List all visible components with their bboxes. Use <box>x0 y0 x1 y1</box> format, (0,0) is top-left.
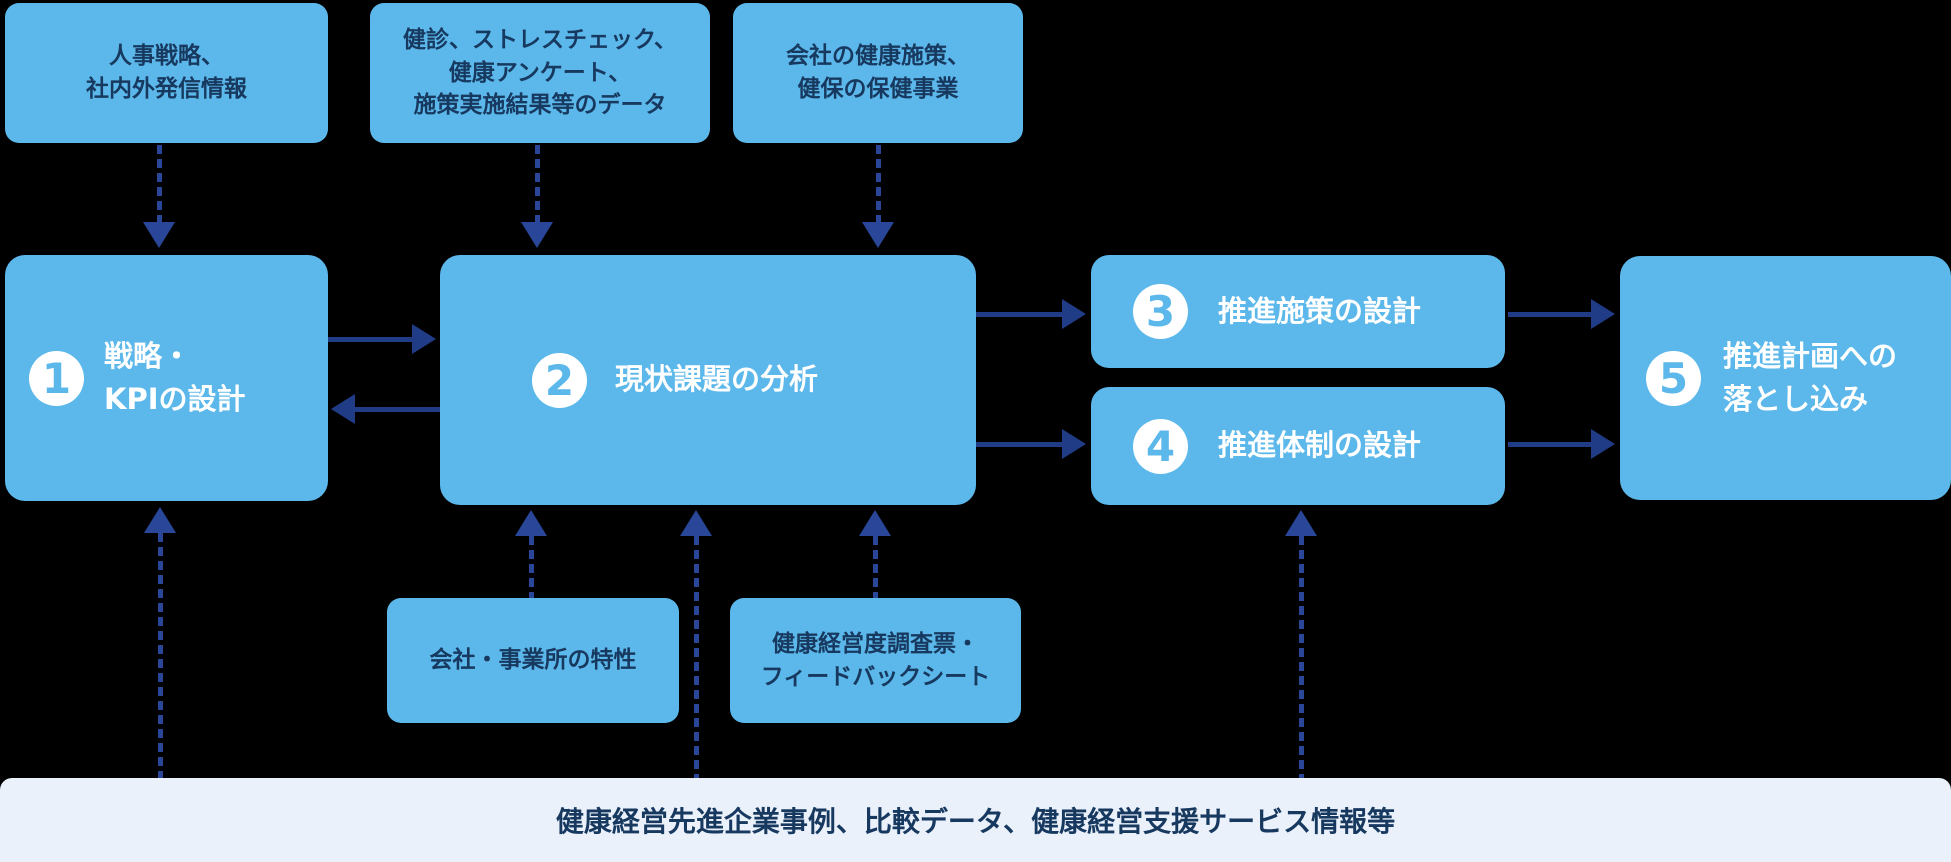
input-box-company-programs-label: 会社の健康施策、 健保の保健事業 <box>786 43 970 102</box>
dashed-arrow-hr-to-step1-line <box>157 145 162 222</box>
arrow-step2-to-step3-shaft <box>976 312 1063 317</box>
input-box-company-traits: 会社・事業所の特性 <box>387 598 679 723</box>
step-3-number-badge: 3 <box>1133 284 1188 339</box>
process-step-5: 5 推進計画への 落とし込み <box>1620 256 1951 500</box>
dashed-arrow-footer-to-step1-head <box>144 507 176 533</box>
dashed-arrow-survey-to-step2-line <box>873 536 878 598</box>
step-4-label: 推進体制の設計 <box>1218 428 1422 463</box>
dashed-arrow-footer-to-step2-head <box>680 510 712 536</box>
step-1-label: 戦略・ KPIの設計 <box>104 338 246 417</box>
dashed-arrow-healthdata-to-step2-head <box>521 222 553 248</box>
arrow-step4-to-step5-head <box>1591 429 1615 459</box>
process-step-4: 4 推進体制の設計 <box>1091 387 1505 505</box>
dashed-arrow-footer-to-step4-line <box>1299 536 1304 778</box>
input-box-hr-strategy-label: 人事戦略、 社内外発信情報 <box>86 43 247 102</box>
footer-resources-label: 健康経営先進企業事例、比較データ、健康経営支援サービス情報等 <box>555 805 1396 838</box>
step-3-number: 3 <box>1145 287 1176 336</box>
dashed-arrow-footer-to-step2-line <box>694 536 699 778</box>
step-4-number: 4 <box>1145 421 1176 471</box>
step-4-number-badge: 4 <box>1133 418 1188 474</box>
dashed-arrow-programs-to-step2-line <box>876 145 881 222</box>
footer-resources-bar: 健康経営先進企業事例、比較データ、健康経営支援サービス情報等 <box>0 778 1951 862</box>
process-step-1: 1 戦略・ KPIの設計 <box>5 255 328 501</box>
input-box-company-traits-label: 会社・事業所の特性 <box>429 647 637 674</box>
step-5-label: 推進計画への 落とし込み <box>1723 338 1898 417</box>
arrow-step2-to-step1-shaft <box>354 407 440 412</box>
dashed-arrow-footer-to-step4-head <box>1285 510 1317 536</box>
arrow-step2-to-step1-head <box>331 394 355 424</box>
arrow-step2-to-step4-shaft <box>976 442 1063 447</box>
dashed-arrow-programs-to-step2-head <box>862 222 894 248</box>
dashed-arrow-traits-to-step2-line <box>529 536 534 598</box>
arrow-step3-to-step5-shaft <box>1508 312 1592 317</box>
dashed-arrow-footer-to-step1-line <box>158 533 163 778</box>
dashed-arrow-traits-to-step2-head <box>515 510 547 536</box>
input-box-hr-strategy: 人事戦略、 社内外発信情報 <box>5 3 328 143</box>
dashed-arrow-healthdata-to-step2-line <box>535 145 540 222</box>
dashed-arrow-hr-to-step1-head <box>143 222 175 248</box>
arrow-step4-to-step5-shaft <box>1508 442 1592 447</box>
dashed-arrow-survey-to-step2-head <box>859 510 891 536</box>
arrow-step2-to-step4-head <box>1062 429 1086 459</box>
step-2-label: 現状課題の分析 <box>615 362 819 397</box>
arrow-step1-to-step2-head <box>412 324 436 354</box>
input-box-survey-feedback-label: 健康経営度調査票・ フィードバックシート <box>760 630 991 690</box>
input-box-survey-feedback: 健康経営度調査票・ フィードバックシート <box>730 598 1021 723</box>
step-3-label: 推進施策の設計 <box>1218 293 1422 328</box>
arrow-step2-to-step3-head <box>1062 299 1086 329</box>
step-5-number: 5 <box>1658 353 1689 403</box>
arrow-step1-to-step2-shaft <box>328 337 413 342</box>
step-2-number: 2 <box>544 355 575 405</box>
step-5-number-badge: 5 <box>1646 350 1701 406</box>
input-box-health-data-label: 健診、ストレスチェック、 健康アンケート、 施策実施結果等のデータ <box>403 27 677 119</box>
process-step-2: 2 現状課題の分析 <box>440 255 976 505</box>
arrow-step3-to-step5-head <box>1591 299 1615 329</box>
step-1-number: 1 <box>41 353 72 403</box>
input-box-health-data: 健診、ストレスチェック、 健康アンケート、 施策実施結果等のデータ <box>370 3 710 143</box>
step-1-number-badge: 1 <box>29 350 84 406</box>
step-2-number-badge: 2 <box>532 352 587 408</box>
input-box-company-programs: 会社の健康施策、 健保の保健事業 <box>733 3 1023 143</box>
process-step-3: 3 推進施策の設計 <box>1091 255 1505 368</box>
